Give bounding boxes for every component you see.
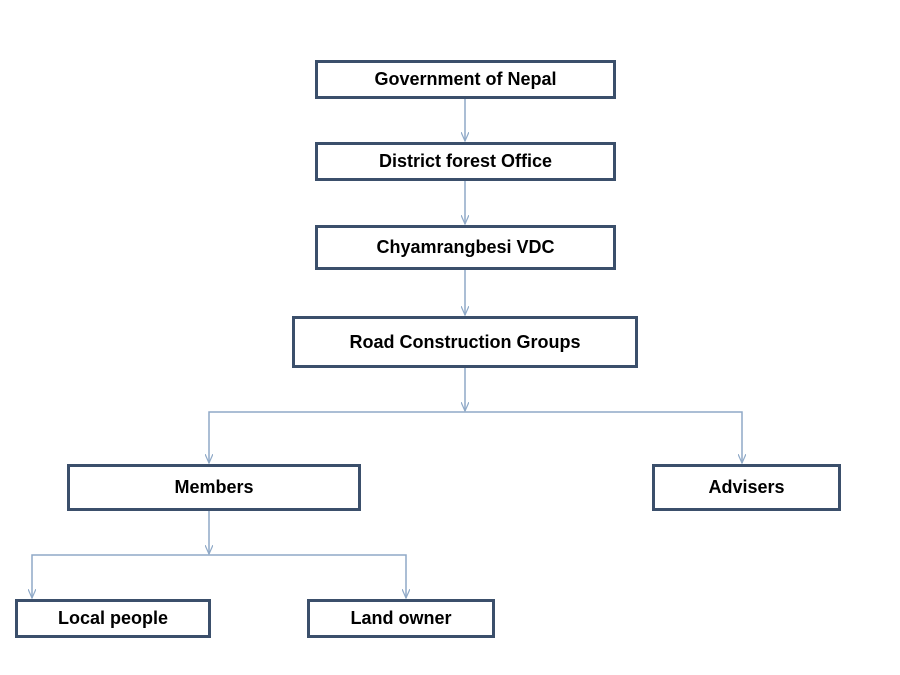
node-label: District forest Office bbox=[378, 151, 553, 171]
node-label: Members bbox=[174, 477, 254, 497]
node-label: Local people bbox=[57, 608, 169, 628]
edge-road-construction-groups-to-members bbox=[209, 411, 465, 463]
node-land-owner: Land owner bbox=[307, 599, 495, 638]
edge-members-to-local-people bbox=[32, 554, 209, 598]
edge-members-to-land-owner bbox=[209, 554, 406, 598]
node-road-construction-groups: Road Construction Groups bbox=[292, 316, 638, 368]
node-local-people: Local people bbox=[15, 599, 211, 638]
node-label: Advisers bbox=[708, 477, 785, 497]
node-label: Road Construction Groups bbox=[349, 331, 581, 352]
node-government-of-nepal: Government of Nepal bbox=[315, 60, 616, 99]
node-label: Land owner bbox=[350, 608, 452, 628]
edge-road-construction-groups-to-advisers bbox=[465, 411, 742, 463]
node-members: Members bbox=[67, 464, 361, 511]
node-advisers: Advisers bbox=[652, 464, 841, 511]
node-district-forest-office: District forest Office bbox=[315, 142, 616, 181]
node-label: Government of Nepal bbox=[374, 69, 557, 89]
node-label: Chyamrangbesi VDC bbox=[376, 237, 555, 257]
node-chyamrangbesi-vdc: Chyamrangbesi VDC bbox=[315, 225, 616, 270]
